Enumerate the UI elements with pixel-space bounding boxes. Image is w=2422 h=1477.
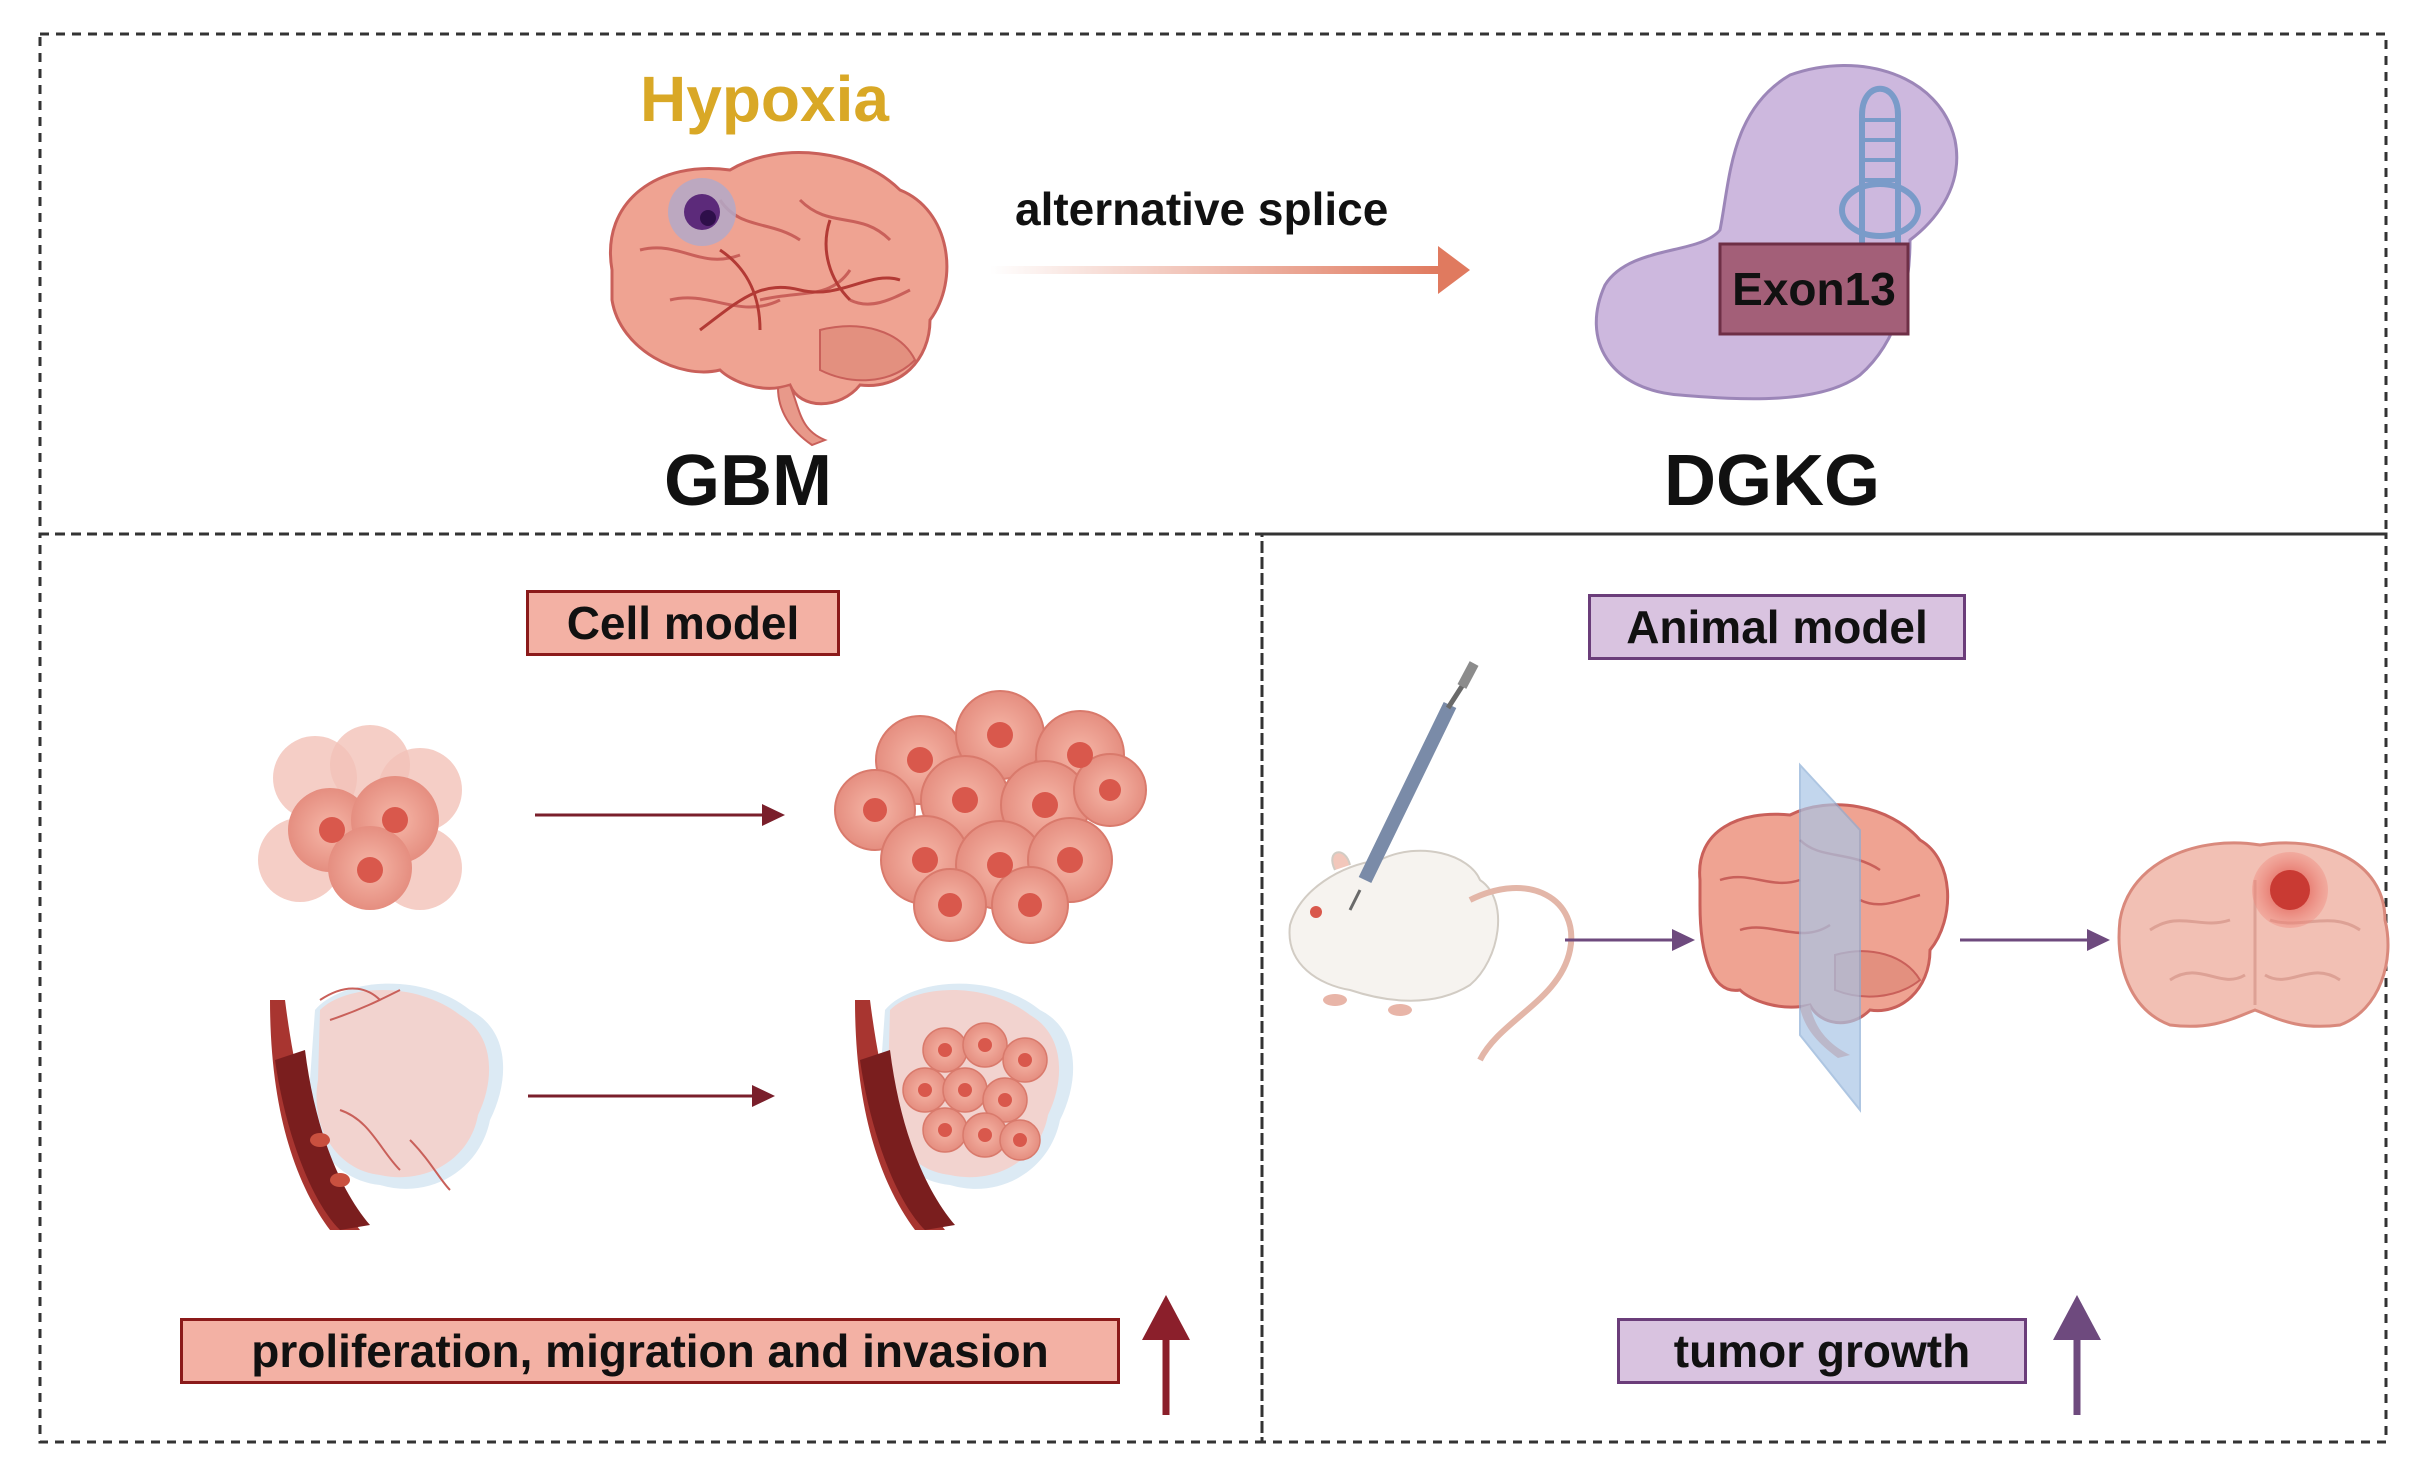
- mouse-injection-illustration: [1288, 661, 1575, 1062]
- gbm-brain-illustration: [609, 151, 949, 447]
- splice-arrow: [990, 246, 1470, 294]
- cell-result-label: proliferation, migration and invasion: [180, 1318, 1120, 1384]
- animal-result-label: tumor growth: [1617, 1318, 2027, 1384]
- gbm-label: GBM: [664, 441, 832, 521]
- sliced-brain-illustration: [1698, 762, 1950, 1113]
- cell-model-arrows: [528, 804, 785, 1107]
- animal-model-title: Animal model: [1588, 594, 1966, 660]
- exon13-label: Exon13: [1732, 263, 1896, 315]
- animal-increase-arrow: [2053, 1295, 2101, 1415]
- dgkg-protein-illustration: [1594, 63, 1959, 401]
- vessel-after-illustration: [855, 983, 1074, 1230]
- coronal-section-illustration: [2117, 841, 2390, 1028]
- cell-increase-arrow: [1142, 1295, 1190, 1415]
- panel-borders: [38, 32, 2388, 1444]
- large-cell-cluster: [834, 690, 1147, 944]
- dgkg-label: DGKG: [1664, 441, 1880, 521]
- hypoxia-label: Hypoxia: [640, 63, 889, 135]
- exon13-box: [1718, 242, 1910, 336]
- animal-model-arrows: [1565, 929, 2110, 951]
- splice-arrow-label: alternative splice: [1015, 183, 1389, 235]
- vessel-before-illustration: [270, 983, 504, 1230]
- cell-model-title: Cell model: [526, 590, 840, 656]
- small-cell-cluster: [258, 725, 462, 910]
